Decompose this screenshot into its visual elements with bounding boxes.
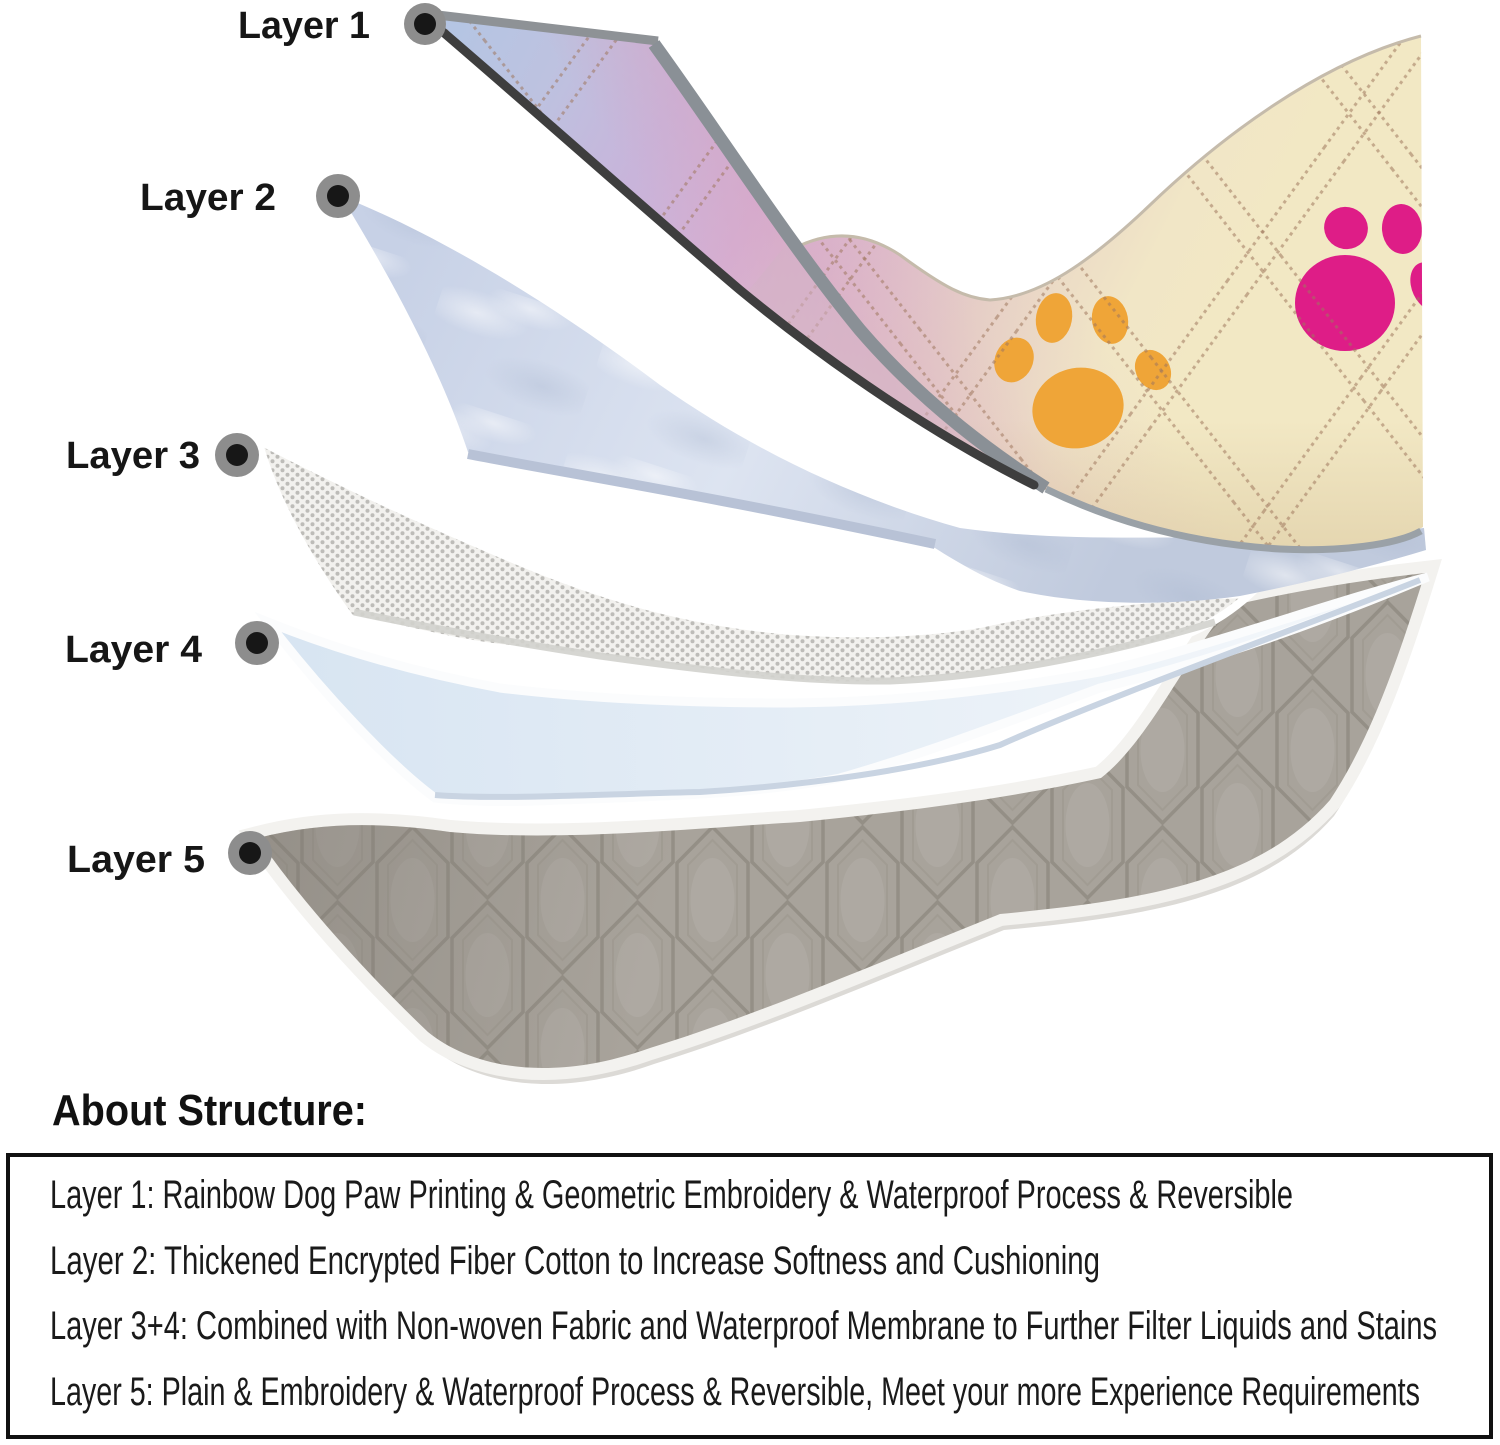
svg-text:Layer 5: Layer 5 bbox=[67, 839, 205, 881]
svg-text:Layer 3+4: Combined with Non-w: Layer 3+4: Combined with Non-woven Fabri… bbox=[50, 1304, 1437, 1348]
svg-text:Layer 2: Layer 2 bbox=[140, 177, 276, 219]
svg-text:Layer 1: Rainbow Dog Paw Print: Layer 1: Rainbow Dog Paw Printing & Geom… bbox=[50, 1173, 1293, 1217]
svg-text:About Structure:: About Structure: bbox=[52, 1086, 367, 1135]
svg-text:Layer 1: Layer 1 bbox=[238, 5, 370, 47]
svg-text:Layer 5: Plain & Embroidery &: Layer 5: Plain & Embroidery & Waterproof… bbox=[50, 1370, 1420, 1414]
svg-text:Layer 2: Thickened Encrypted F: Layer 2: Thickened Encrypted Fiber Cotto… bbox=[50, 1239, 1100, 1283]
svg-text:Layer 4: Layer 4 bbox=[65, 629, 202, 671]
svg-text:Layer 3: Layer 3 bbox=[66, 435, 200, 477]
